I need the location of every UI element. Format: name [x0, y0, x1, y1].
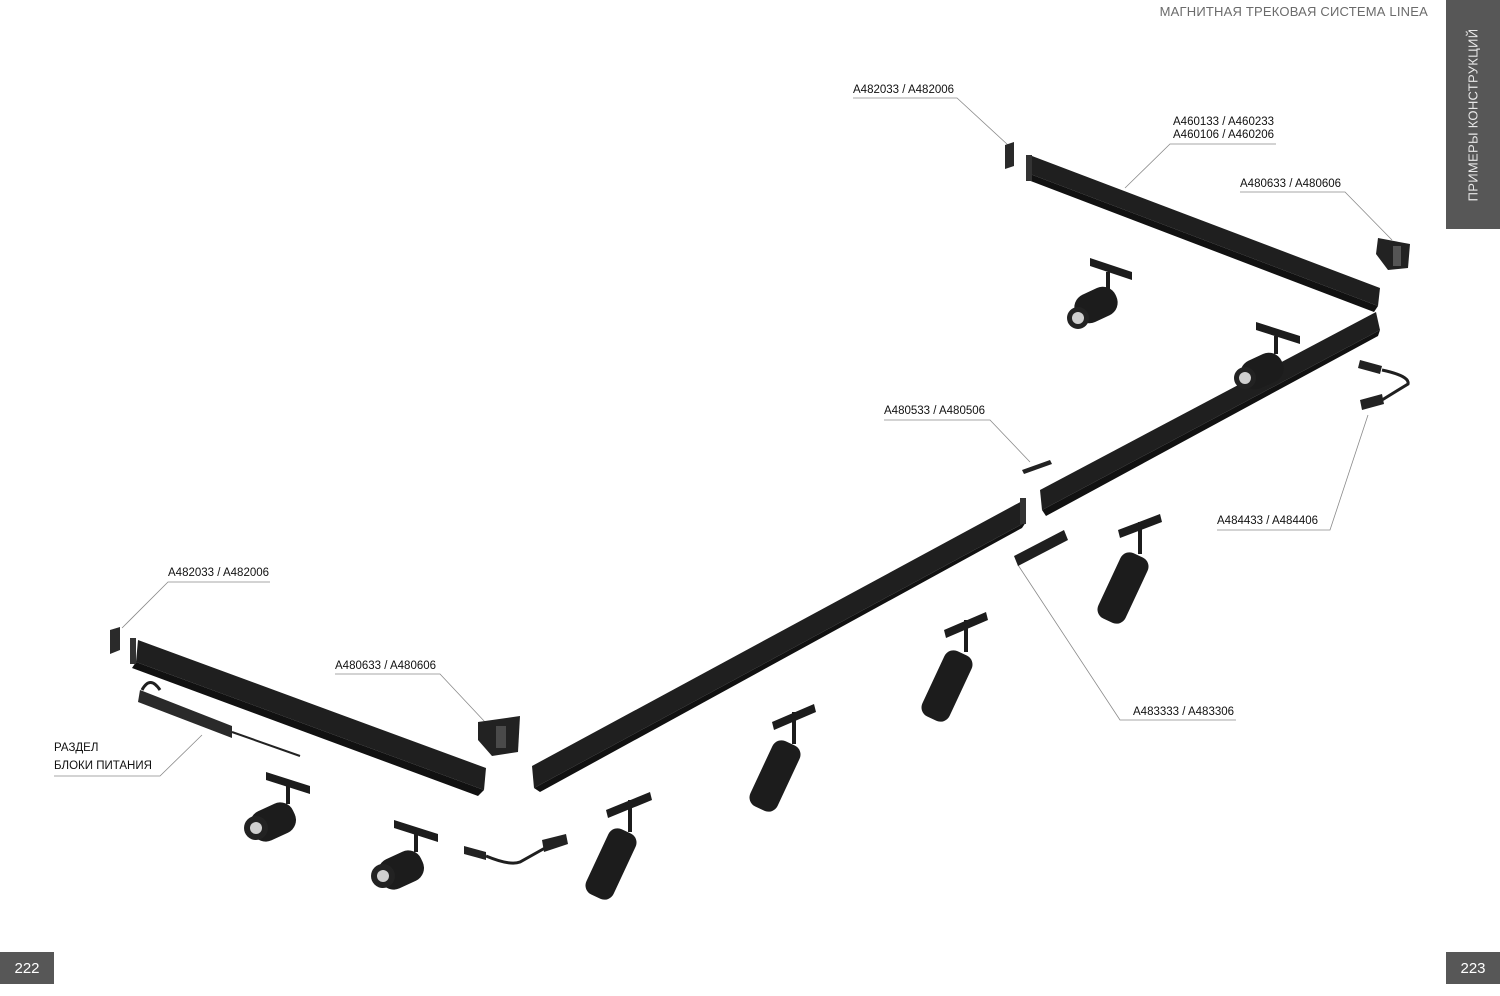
power-supply-unit: [138, 681, 301, 757]
callout-flex-connector: A484433 / A484406: [1217, 515, 1319, 527]
corner-connector-top: [1376, 238, 1410, 270]
callout-corner-top: A480633 / A480606: [1240, 178, 1342, 190]
spotlight-tube: [921, 612, 988, 722]
leader-profile: [1124, 143, 1276, 189]
catalog-header-title: МАГНИТНАЯ ТРЕКОВАЯ СИСТЕМА LINEA: [1159, 4, 1428, 19]
callout-straight-power-connector: A483333 / A483306: [1133, 706, 1235, 718]
callout-corner-left: A480633 / A480606: [335, 660, 437, 672]
callout-power-line2[interactable]: БЛОКИ ПИТАНИЯ: [54, 760, 152, 772]
straight-connector: [1022, 460, 1052, 474]
flexible-connector-right: [1358, 360, 1410, 410]
page-number-left: 222: [0, 952, 54, 984]
callout-end-cap-left: A482033 / A482006: [168, 567, 270, 579]
callout-profile-line1: A460133 / A460233: [1173, 116, 1275, 128]
end-cap-left: [110, 627, 120, 654]
corner-connector-left: [478, 716, 520, 756]
track-profile-left: [130, 638, 486, 796]
track-profile-right-diagonal: [1040, 312, 1380, 516]
spotlight-round: [371, 820, 438, 890]
callout-straight-connector: A480533 / A480506: [884, 405, 986, 417]
leader-end-cap-left: [121, 581, 270, 629]
leader-end-cap-top: [853, 97, 1009, 146]
spotlight-round: [1234, 322, 1300, 390]
straight-power-connector: [1014, 530, 1068, 566]
track-profile-upper: [1026, 155, 1380, 312]
spotlight-round: [1067, 258, 1132, 329]
section-side-tab: ПРИМЕРЫ КОНСТРУКЦИЙ: [1446, 0, 1500, 229]
end-cap-top: [1005, 142, 1014, 169]
track-profile-center-diagonal: [532, 498, 1026, 792]
spotlight-round: [244, 772, 310, 842]
leader-power: [54, 734, 203, 777]
leader-flex-connector: [1217, 414, 1369, 531]
leader-corner-top: [1240, 191, 1393, 241]
callout-power-line1[interactable]: РАЗДЕЛ: [54, 742, 99, 754]
spotlight-tube: [1097, 514, 1162, 624]
spotlight-tube: [749, 704, 816, 812]
leader-corner-left: [335, 673, 486, 723]
callout-end-cap-top: A482033 / A482006: [853, 84, 955, 96]
flexible-connector-bottom: [464, 834, 568, 865]
leader-lines: [54, 97, 1393, 777]
callout-profile-line2: A460106 / A460206: [1173, 129, 1275, 141]
leader-straight-power-connector: [1017, 564, 1236, 721]
page-number-right: 223: [1446, 952, 1500, 984]
spotlight-tube: [585, 792, 652, 900]
leader-straight-connector: [884, 419, 1031, 463]
